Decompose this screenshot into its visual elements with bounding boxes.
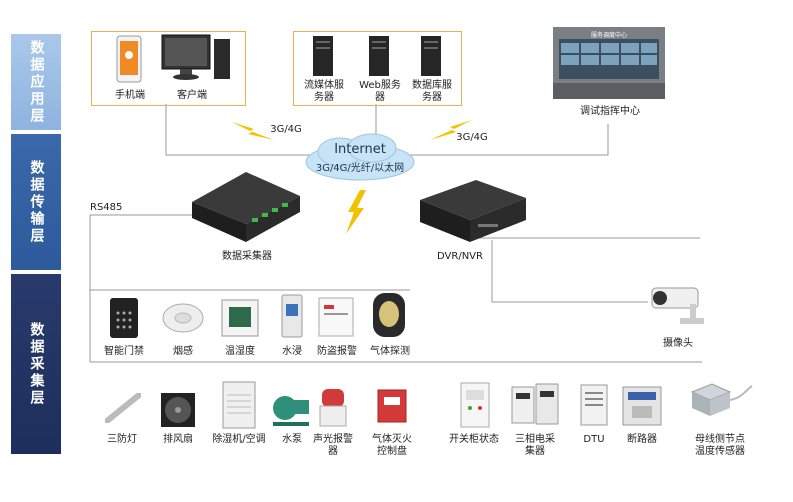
cloud-title: Internet	[334, 142, 386, 157]
sensor-label-water-leak: 水浸	[282, 346, 302, 357]
gas-extinguish-panel-icon	[377, 389, 407, 423]
device-label-busbar: 母线侧节点 温度传感器	[680, 434, 760, 458]
web-server-label-line1: Web服务	[359, 80, 401, 91]
lightning-bolt-right-icon	[430, 120, 472, 140]
sensor-label-access: 智能门禁	[104, 346, 144, 357]
layer-transmission: 数据传输层	[11, 134, 61, 270]
device-label-lamp: 三防灯	[107, 434, 137, 445]
temp-humidity-icon	[221, 299, 259, 337]
tri-proof-lamp-icon	[105, 393, 141, 423]
switchgear-status-icon	[460, 382, 490, 428]
device-label-switchgear: 开关柜状态	[449, 434, 499, 445]
water-pump-icon	[273, 396, 309, 426]
busbar-temp-sensor-icon	[690, 383, 753, 416]
stream-server-label: 流媒体服 务器	[298, 80, 350, 104]
web-server-label: Web服务 器	[354, 80, 406, 104]
device-label-gas-ext-line2: 控制盘	[377, 446, 407, 457]
device-label-meter-line1: 三相电采	[515, 434, 555, 445]
device-label-meter: 三相电采 集器	[507, 434, 563, 458]
command-center-label: 调试指挥中心	[580, 106, 640, 117]
device-label-meter-line2: 集器	[525, 446, 545, 457]
stream-server-label-line1: 流媒体服	[304, 80, 344, 91]
web-server-icon	[369, 36, 389, 76]
client-label: 客户端	[177, 90, 207, 101]
device-label-fan: 排风扇	[163, 434, 193, 445]
link-right-label: 3G/4G	[456, 132, 488, 143]
exhaust-fan-icon	[161, 393, 195, 427]
db-server-label: 数据库服 务器	[406, 80, 458, 104]
collector-label: 数据采集器	[222, 251, 272, 262]
sensor-label-gas: 气体探测	[370, 346, 410, 357]
lightning-bolt-center-icon	[346, 190, 366, 234]
layer-collection: 数据采集层	[11, 274, 61, 454]
burglar-alarm-icon	[318, 297, 354, 337]
command-center-image	[553, 27, 665, 99]
device-label-alarm-line1: 声光报警	[313, 434, 353, 445]
mobile-label: 手机端	[115, 90, 145, 101]
lightning-bolt-left-icon	[232, 122, 274, 140]
sensor-label-smoke: 烟感	[173, 346, 193, 357]
db-server-label-line1: 数据库服	[412, 80, 452, 91]
gas-detector-icon	[373, 293, 405, 337]
mobile-phone-icon	[116, 35, 142, 83]
three-phase-meter-icon	[511, 383, 559, 425]
cloud-subtitle: 3G/4G/光纤/以太网	[315, 163, 405, 174]
device-label-busbar-line1: 母线侧节点	[695, 434, 745, 445]
device-label-pump: 水泵	[282, 434, 302, 445]
db-server-label-line2: 务器	[422, 92, 442, 103]
web-server-label-line2: 器	[375, 92, 385, 103]
dvr-label: DVR/NVR	[437, 251, 483, 262]
device-label-busbar-line2: 温度传感器	[695, 446, 745, 457]
water-leak-icon	[281, 294, 303, 338]
data-collector-icon	[192, 172, 300, 242]
rs485-label: RS485	[90, 202, 123, 213]
device-label-dehumidifier: 除湿机/空调	[212, 434, 266, 445]
dehumidifier-icon	[222, 381, 256, 429]
link-left-label: 3G/4G	[270, 124, 302, 135]
server-group-box	[293, 31, 462, 106]
db-server-icon	[421, 36, 441, 76]
sound-light-alarm-icon	[319, 389, 347, 427]
device-label-dtu: DTU	[583, 434, 605, 445]
camera-icon	[651, 287, 704, 324]
internet-cloud-icon	[305, 133, 415, 181]
command-center-screen-title: 服务调度中心	[590, 32, 627, 39]
device-label-gas-ext: 气体灭火 控制盘	[366, 434, 418, 458]
stream-server-icon	[313, 36, 333, 76]
device-label-gas-ext-line1: 气体灭火	[372, 434, 412, 445]
access-control-icon	[110, 298, 138, 338]
layer-application: 数据应用层	[11, 34, 61, 130]
sensor-label-burglar: 防盗报警	[317, 346, 357, 357]
device-label-alarm-line2: 器	[328, 446, 338, 457]
device-label-breaker: 断路器	[627, 434, 657, 445]
camera-label: 摄像头	[663, 338, 693, 349]
device-label-alarm: 声光报警 器	[306, 434, 360, 458]
stream-server-label-line2: 务器	[314, 92, 334, 103]
circuit-breaker-icon	[622, 386, 662, 426]
sensor-label-temp-humidity: 温湿度	[225, 346, 255, 357]
dtu-icon	[580, 384, 608, 426]
dvr-nvr-icon	[420, 180, 526, 242]
desktop-client-icon	[161, 34, 230, 80]
smoke-detector-icon	[162, 303, 204, 333]
client-group-box	[91, 31, 246, 106]
